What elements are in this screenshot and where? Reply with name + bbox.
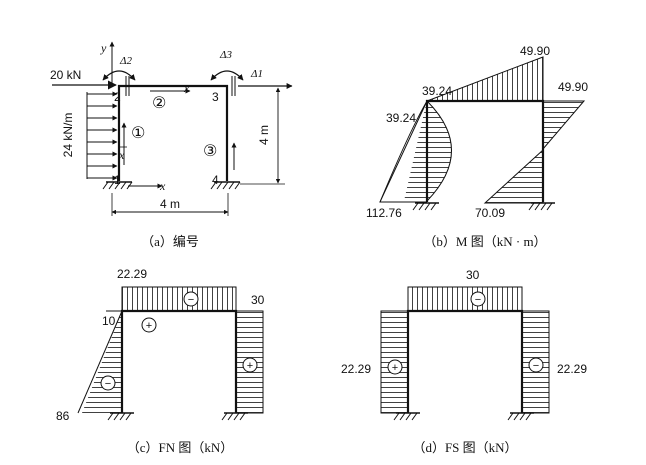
- panel-d: − + − 30 22.29 22.29 （d）FS 图（kN）: [341, 268, 587, 455]
- dim-height-label: 4 m: [257, 125, 271, 145]
- member-3-label: ③: [203, 143, 217, 160]
- fn-label-beam-left: 22.29: [117, 267, 147, 281]
- caption-d: （d）FS 图（kN）: [412, 440, 517, 455]
- fs-label-left: 22.29: [341, 362, 371, 376]
- m-label-beam-right: 49.90: [520, 44, 550, 58]
- fs-label-right: 22.29: [557, 362, 587, 376]
- point-load-label: 20 kN: [50, 68, 81, 82]
- m-label-base-1: 112.76: [366, 206, 402, 220]
- panel-b: 49.90 39.24 49.90 39.24 112.76 70.09 （b）…: [366, 44, 588, 249]
- fixed-support-4: [210, 181, 241, 190]
- svg-text:−: −: [533, 360, 539, 372]
- delta-2-label: Δ2: [119, 55, 132, 67]
- node-3-label: 3: [212, 90, 219, 104]
- sign-plus-c1: +: [141, 317, 157, 333]
- x-axis-member2: x: [183, 81, 190, 95]
- m-label-base-4: 70.09: [475, 206, 505, 220]
- delta-1-label: Δ1: [250, 68, 263, 80]
- frame-a: [117, 84, 229, 181]
- svg-text:−: −: [188, 294, 194, 306]
- fn-label-column-top: 10: [102, 314, 116, 328]
- svg-text:+: +: [146, 320, 152, 332]
- rotation-2-icon: [102, 70, 136, 81]
- frame-d: [406, 309, 524, 413]
- sign-minus-d-right: −: [528, 357, 544, 373]
- dim-width-label: 4 m: [160, 197, 180, 211]
- m-label-node2-beam: 39.24: [422, 84, 452, 98]
- svg-text:−: −: [475, 294, 481, 306]
- panel-c: + − − + 22.29 30 10 86 （c）FN 图（kN）: [56, 267, 265, 455]
- frame-b: [425, 99, 545, 202]
- delta-3-label: Δ3: [219, 49, 232, 61]
- svg-text:−: −: [105, 378, 111, 390]
- y-axis-label: y: [100, 41, 107, 55]
- load-dist-label: 24 kN/m: [61, 113, 75, 158]
- node-4-label: 4: [212, 173, 219, 187]
- x-axis-global: x: [159, 179, 166, 193]
- sign-plus-d-left: +: [387, 359, 403, 375]
- sign-minus-c-left: −: [100, 375, 116, 391]
- sign-minus-d-beam: −: [470, 291, 486, 307]
- fn-label-beam-right: 30: [251, 293, 265, 307]
- caption-c: （c）FN 图（kN）: [127, 440, 234, 455]
- caption-a: （a）编号: [141, 234, 199, 249]
- member-2-label: ②: [152, 95, 166, 112]
- svg-text:+: +: [247, 360, 253, 372]
- node-1-label: 1: [114, 173, 121, 187]
- caption-b: （b）M 图（kN · m）: [423, 234, 546, 249]
- m-label-node2-column: 39.24: [386, 111, 416, 125]
- distributed-load: [86, 91, 118, 181]
- svg-text:+: +: [392, 362, 398, 374]
- fs-label-beam: 30: [466, 268, 480, 282]
- member-1-label: ①: [131, 125, 145, 142]
- rotation-3-icon: [210, 70, 244, 81]
- m-label-node3-column: 49.90: [558, 80, 588, 94]
- fixed-support-1: [102, 181, 133, 190]
- sign-minus-c-beam: −: [183, 291, 199, 307]
- frame-c: [120, 309, 238, 413]
- xbar-axis-label: x: [118, 148, 125, 162]
- node-2-label: 2: [114, 90, 121, 104]
- fn-label-column-base: 86: [56, 409, 70, 423]
- sign-plus-c-right: +: [242, 357, 258, 373]
- panel-a: 24 kN/m 20 kN y Δ2 Δ3 Δ1 x x x 2 3 1 4 ②…: [50, 41, 293, 249]
